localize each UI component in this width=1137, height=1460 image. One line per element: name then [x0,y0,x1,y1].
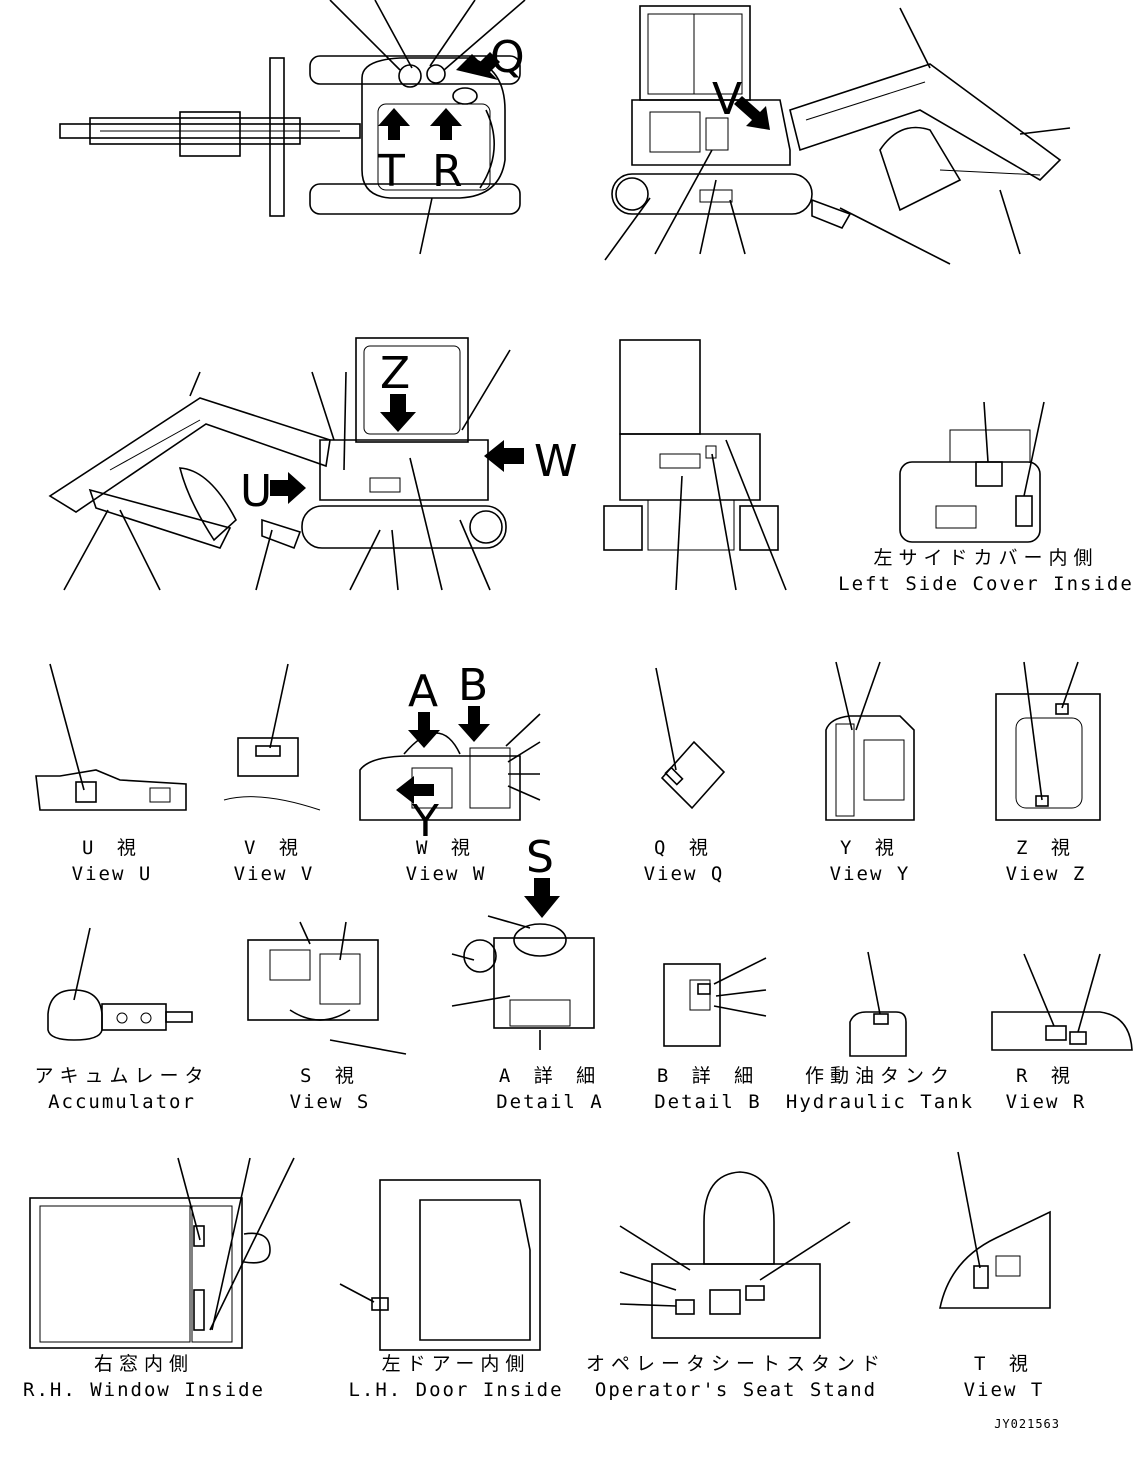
letter-y: Y [411,796,439,847]
top-view-excavator [59,55,521,217]
caption-detail-a-jp: A 詳 細 [499,1065,601,1087]
detail-b-figure [663,957,767,1047]
caption-view-y-en: View Y [830,863,911,885]
caption-accumulator-en: Accumulator [48,1091,196,1113]
caption-view-u-en: View U [72,863,153,885]
caption-detail-b-jp: B 詳 細 [657,1065,759,1087]
view-u-figure [35,663,187,811]
left-side-cover-figure [899,401,1045,543]
caption-view-y-jp: Y 視 [840,837,900,859]
letter-z: Z [380,348,410,399]
leader-lines-top-view [329,0,526,255]
accumulator-figure [47,927,193,1041]
caption-view-r-en: View R [1006,1091,1087,1113]
arrow-y [396,776,434,804]
caption-view-w-jp: W 視 [416,837,476,859]
view-z-figure [995,661,1101,821]
caption-rh-window-en: R.H. Window Inside [23,1379,265,1401]
caption-view-z-jp: Z 視 [1016,837,1076,859]
caption-view-r-jp: R 視 [1016,1065,1076,1087]
caption-view-q-en: View Q [644,863,725,885]
drawing-code: JY021563 [994,1417,1060,1431]
letter-a: A [408,666,438,717]
lh-door-figure [339,1179,541,1351]
caption-left-side-cover-en: Left Side Cover Inside [838,573,1134,595]
letter-s: S [526,832,554,883]
arrow-z [380,394,416,432]
arrow-v [734,96,770,130]
caption-rh-window-jp: 右窓内側 [94,1353,194,1375]
caption-view-s-jp: S 視 [300,1065,360,1087]
detail-a-figure [451,915,595,1050]
caption-view-t-jp: T 視 [974,1353,1034,1375]
caption-view-z-en: View Z [1006,863,1087,885]
arrow-u [270,472,306,504]
letter-q: Q [490,32,525,83]
caption-left-side-cover-jp: 左サイドカバー内側 [873,547,1098,569]
letter-r: R [432,146,463,197]
view-v-figure [223,663,321,811]
left-side-view-excavator [48,337,507,550]
leader-lines-rear-view [675,439,787,591]
view-t-figure [939,1151,1051,1309]
seat-stand-figure [619,1171,851,1339]
arrow-r [430,108,462,140]
view-q-figure [655,667,726,810]
letter-w: W [534,436,578,487]
leader-lines-right-view [604,7,1071,265]
rh-window-figure [29,1157,295,1349]
rear-view-excavator [603,339,779,551]
caption-view-s-en: View S [290,1091,371,1113]
arrow-q [456,52,500,80]
view-s-figure [247,921,407,1055]
caption-view-v-jp: V 視 [244,837,304,859]
view-r-figure [991,953,1133,1051]
arrow-w [484,440,524,472]
caption-lh-door-jp: 左ドアー内側 [382,1353,531,1375]
caption-detail-b-en: Detail B [654,1091,762,1113]
letter-v: V [712,74,742,125]
caption-view-q-jp: Q 視 [654,837,714,859]
caption-seat-stand-en: Operator's Seat Stand [595,1379,877,1401]
caption-lh-door-en: L.H. Door Inside [348,1379,563,1401]
right-side-view-excavator [611,5,1062,230]
arrow-s [524,878,560,918]
arrow-t [378,108,410,140]
caption-hydraulic-tank-en: Hydraulic Tank [786,1091,974,1113]
caption-seat-stand-jp: オペレータシートスタンド [586,1353,886,1375]
arrow-b [458,706,490,742]
caption-view-u-jp: U 視 [82,837,142,859]
leader-lines-left-view [63,349,511,591]
caption-accumulator-jp: アキュムレータ [34,1065,209,1087]
view-y-figure [825,661,915,821]
caption-detail-a-en: Detail A [496,1091,604,1113]
letter-u: U [240,466,272,517]
view-w-figure [359,713,541,821]
letter-b: B [458,660,488,711]
caption-view-v-en: View V [234,863,315,885]
caption-view-w-en: View W [406,863,487,885]
hydraulic-tank-figure [849,951,907,1057]
caption-view-t-en: View T [964,1379,1045,1401]
caption-hydraulic-tank-jp: 作動油タンク [805,1065,955,1087]
letter-t: T [377,146,405,197]
arrow-a [408,712,440,748]
